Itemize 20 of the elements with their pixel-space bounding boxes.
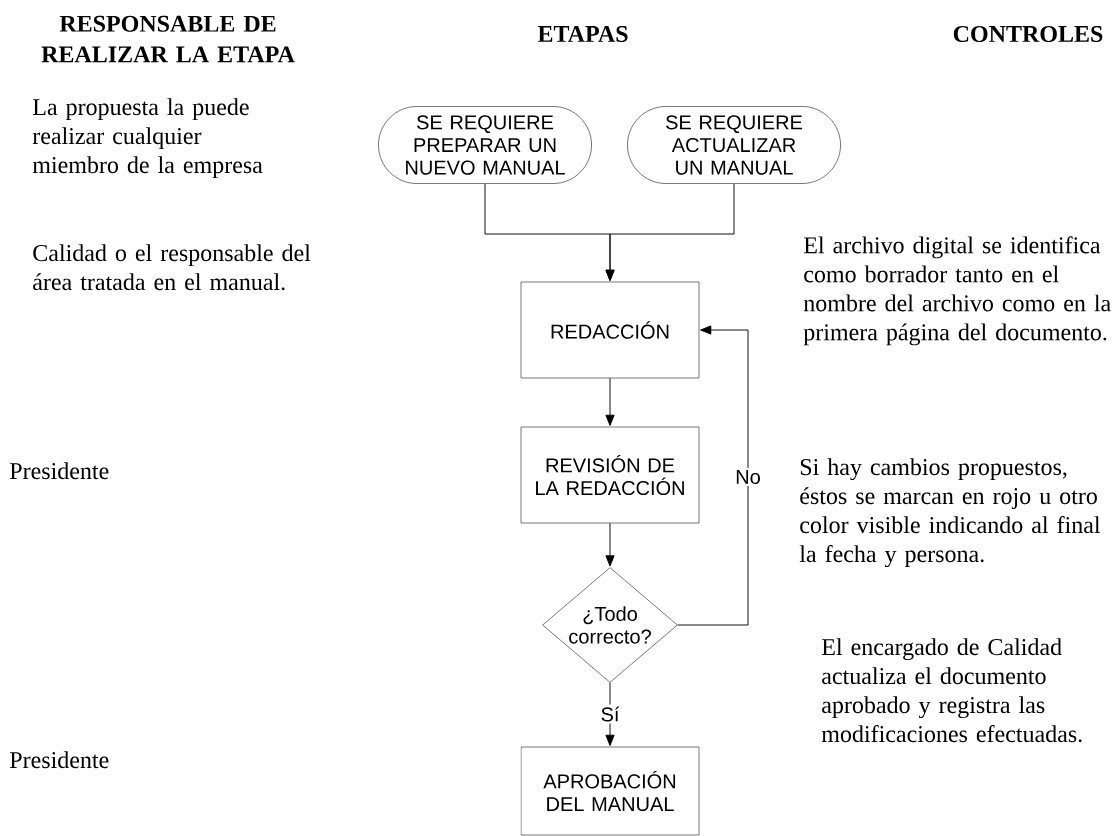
description-text: Si hay cambios propuestos, éstos se marcan en rojo u otro color visible indicando al final la fecha y persona. xyxy=(799,458,1101,568)
column-heading: CONTROLES xyxy=(953,25,1103,43)
arrow xyxy=(605,682,615,746)
description-text: La propuesta la puede realizar cualquier miembro de la empresa xyxy=(32,98,263,178)
column-heading: RESPONSABLE DE REALIZAR LA ETAPA xyxy=(41,15,295,63)
process-box: REDACCIÓN xyxy=(520,281,700,379)
process-box: APROBACIÓN DEL MANUAL xyxy=(520,746,700,836)
arrow xyxy=(605,377,615,426)
description-text: El encargado de Calidad actualiza el documento aprobado y registra las modificaciones efectuadas. xyxy=(821,638,1082,743)
edge-label: Sí xyxy=(598,704,622,724)
column-heading: ETAPAS xyxy=(537,25,628,43)
arrow xyxy=(605,183,735,281)
edge-label: No xyxy=(733,468,763,486)
arrow xyxy=(677,325,749,626)
description-text: Presidente xyxy=(9,462,109,480)
process-box: REVISIÓN DE LA REDACCIÓN xyxy=(520,426,700,524)
description-text: Calidad o el responsable del área tratada en el manual. xyxy=(33,244,311,291)
arrow xyxy=(605,522,615,567)
description-text: El archivo digital se identifica como borrador tanto en el nombre del archivo como en la primera página del documento. xyxy=(803,236,1111,346)
description-text: Presidente xyxy=(9,751,109,769)
